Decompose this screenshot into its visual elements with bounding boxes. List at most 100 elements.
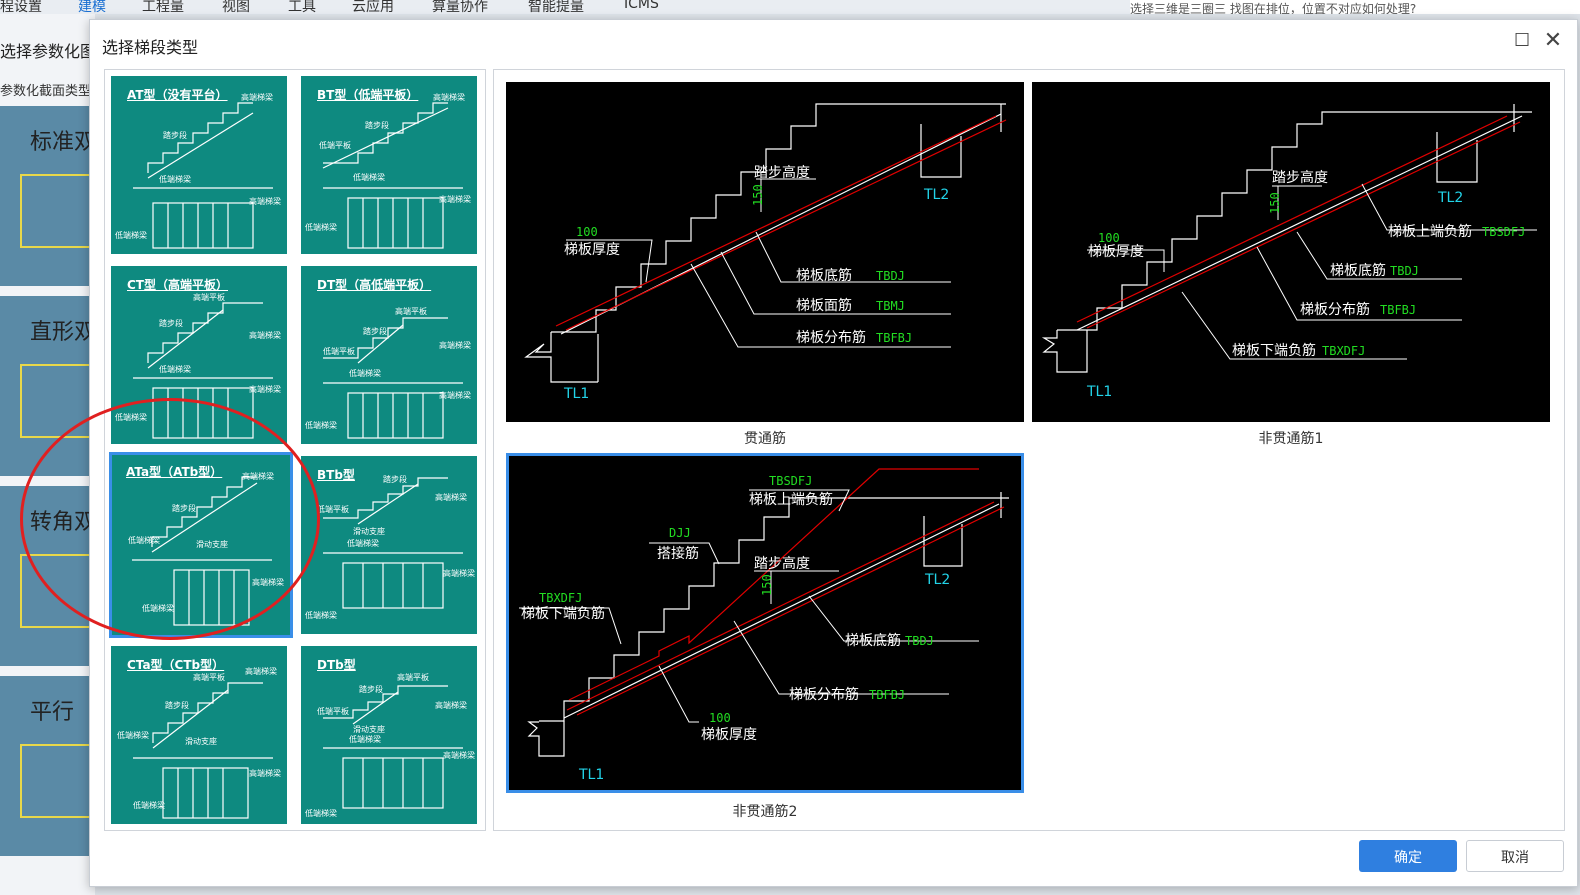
tile-text: 高端梯梁 [249, 196, 281, 206]
stair-type-tile[interactable]: CTa型（CTb型） 高端平板 高端梯梁 踏步段 低端梯梁 滑动支座 高端梯梁 … [111, 646, 287, 824]
menu-item-smart[interactable]: 智能提量 [528, 0, 584, 15]
menu-item-view[interactable]: 视图 [222, 0, 250, 15]
stair-type-label: DT型（高低端平板） [317, 278, 432, 292]
stair-type-tile[interactable]: DTb型 高端平板 踏步段 高端梯梁 低端平板 滑动支座 低端梯梁 高端梯梁 低… [301, 646, 477, 824]
label-upper-negative-code: TBSDFJ [769, 474, 812, 488]
label-lower-negative-code: TBXDFJ [539, 591, 582, 605]
label-150: 150 [760, 574, 774, 596]
menu-item-settings[interactable]: 程设置 [0, 0, 42, 15]
stair-type-diagram: 高端梯梁 踏步段 低端梯梁 滑动支座 高端梯梁 低端梯梁 [128, 471, 284, 626]
tile-text: 高端梯梁 [443, 568, 475, 578]
confirm-button[interactable]: 确定 [1359, 840, 1457, 872]
tile-text: 低端梯梁 [128, 535, 160, 545]
tile-text: 高端梯梁 [249, 384, 281, 394]
background-card-label: 转角双 [30, 510, 97, 535]
tile-text: 低端梯梁 [117, 730, 149, 740]
stair-type-diagram: 踏步段 高端梯梁 低端平板 滑动支座 低端梯梁 高端梯梁 低端梯梁 [305, 474, 475, 620]
tile-text: 高端梯梁 [249, 330, 281, 340]
label-distribution-rebar: 梯板分布筋 [1300, 301, 1370, 318]
tile-text: 滑动支座 [353, 724, 385, 734]
cancel-button[interactable]: 取消 [1466, 840, 1564, 872]
rebar-preview-non-through-1[interactable]: 踏步高度 150 TL2 100 梯板厚度 梯板上端负筋 TBSDFJ 梯板底筋… [1032, 82, 1550, 422]
tile-text: 低端梯梁 [353, 172, 385, 182]
tile-text: 踏步段 [359, 684, 383, 694]
label-djj-code: DJJ [669, 526, 691, 540]
stair-type-label: CT型（高端平板） [127, 278, 228, 292]
tile-text: 低端梯梁 [349, 368, 381, 378]
tile-text: 低端平板 [317, 504, 349, 514]
stair-type-diagram: 高端平板 踏步段 低端平板 高端梯梁 低端梯梁 高端梯梁 低端梯梁 [305, 306, 471, 439]
rebar-diagram: 踏步高度 150 TL2 100 梯板厚度 梯板底筋 TBDJ 梯板面筋 TBM… [524, 103, 1007, 402]
tile-text: 低端梯梁 [305, 610, 337, 620]
tile-text: 踏步段 [159, 318, 183, 328]
label-tl2: TL2 [923, 187, 949, 203]
background-card[interactable]: 平行 [0, 676, 97, 856]
label-150: 150 [751, 184, 765, 206]
tile-text: 高端梯梁 [249, 768, 281, 778]
tile-text: 滑动支座 [185, 736, 217, 746]
label-tl1: TL1 [1086, 384, 1112, 400]
tile-text: 低端梯梁 [115, 412, 147, 422]
label-upper-negative-rebar: 梯板上端负筋 [749, 491, 833, 508]
tile-text: 高端梯梁 [433, 92, 465, 102]
stair-type-list: AT型（没有平台） 高端梯梁 踏步段 低端梯梁 高端梯梁 低端梯梁 BT型（低端… [104, 69, 486, 831]
menu-item-modeling[interactable]: 建模 [78, 0, 106, 15]
stair-type-tile[interactable]: CT型（高端平板） 高端平板 踏步段 高端梯梁 低端梯梁 高端梯梁 低端梯梁 [111, 266, 287, 444]
label-bottom-rebar: 梯板底筋 [796, 267, 852, 284]
stair-type-tile-selected[interactable]: ATa型（ATb型） 高端梯梁 踏步段 低端梯梁 滑动支座 高端梯梁 低端梯梁 [109, 452, 293, 638]
tile-text: 低端梯梁 [115, 230, 147, 240]
rebar-preview-non-through-2[interactable]: TBSDFJ 梯板上端负筋 DJJ 搭接筋 踏步高度 150 TBXDFJ 梯板… [506, 453, 1024, 793]
label-upper-negative-rebar: 梯板上端负筋 [1388, 223, 1472, 240]
label-100: 100 [1098, 231, 1120, 245]
select-stair-type-dialog: 选择梯段类型 ☐ ✕ AT型（没有平台） 高端梯梁 踏步段 低端梯梁 高端梯梁 … [89, 19, 1578, 887]
label-lower-negative-rebar: 梯板下端负筋 [521, 605, 605, 622]
maximize-icon[interactable]: ☐ [1514, 30, 1531, 51]
label-step-height: 踏步高度 [754, 164, 810, 181]
menu-item-cloud[interactable]: 云应用 [352, 0, 394, 15]
label-lower-negative-code: TBXDFJ [1322, 344, 1365, 358]
background-card-label: 标准双 [30, 130, 97, 155]
label-bottom-rebar: 梯板底筋 [1330, 262, 1386, 279]
tile-text: 高端平板 [193, 672, 225, 682]
rebar-type-preview-panel: 踏步高度 150 TL2 100 梯板厚度 梯板底筋 TBDJ 梯板面筋 TBM… [493, 69, 1565, 831]
tile-text: 滑动支座 [353, 526, 385, 536]
tile-text: 低端梯梁 [159, 364, 191, 374]
label-distribution-rebar: 梯板分布筋 [796, 329, 866, 346]
background-card[interactable]: 转角双 [0, 486, 97, 666]
tile-text: 低端梯梁 [142, 603, 174, 613]
rebar-diagram: TBSDFJ 梯板上端负筋 DJJ 搭接筋 踏步高度 150 TBXDFJ 梯板… [519, 468, 1009, 783]
stair-thumbnail-icon [20, 554, 97, 628]
menu-item-quantity[interactable]: 工程量 [142, 0, 184, 15]
label-step-height: 踏步高度 [754, 555, 810, 572]
stair-type-tile[interactable]: DT型（高低端平板） 高端平板 踏步段 低端平板 高端梯梁 低端梯梁 高端梯梁 … [301, 266, 477, 444]
background-title: 选择参数化图 [0, 42, 97, 61]
background-card-label: 平行 [30, 700, 75, 725]
tile-text: 高端梯梁 [439, 194, 471, 204]
close-icon[interactable]: ✕ [1543, 28, 1563, 53]
tile-text: 高端梯梁 [439, 390, 471, 400]
label-distribution-code: TBFBJ [869, 688, 905, 702]
stair-type-label: CTa型（CTb型） [127, 658, 225, 672]
stair-type-tile[interactable]: BTb型 踏步段 高端梯梁 低端平板 滑动支座 低端梯梁 高端梯梁 低端梯梁 [301, 456, 477, 634]
tile-text: 踏步段 [363, 326, 387, 336]
label-thickness: 梯板厚度 [1088, 244, 1144, 260]
tile-text: 高端梯梁 [443, 750, 475, 760]
stair-thumbnail-icon [20, 174, 97, 248]
stair-type-label: ATa型（ATb型） [126, 465, 223, 479]
label-distribution-code: TBFBJ [1380, 303, 1416, 317]
background-card[interactable]: 标准双 [0, 106, 97, 286]
background-card[interactable]: 直形双 [0, 296, 97, 476]
stair-type-tile[interactable]: AT型（没有平台） 高端梯梁 踏步段 低端梯梁 高端梯梁 低端梯梁 [111, 76, 287, 254]
menu-item-collab[interactable]: 算量协作 [432, 0, 488, 15]
menu-item-icms[interactable]: ICMS [624, 0, 659, 12]
background-hint-text: 选择三维是三圈三 找图在排位，位置不对应如何处理? [1130, 0, 1580, 14]
tile-text: 高端梯梁 [435, 492, 467, 502]
tile-text: 低端平板 [319, 140, 351, 150]
label-100: 100 [709, 711, 731, 725]
tile-text: 踏步段 [165, 700, 189, 710]
stair-type-tile[interactable]: BT型（低端平板） 高端梯梁 踏步段 低端平板 低端梯梁 高端梯梁 低端梯梁 [301, 76, 477, 254]
preview-caption: 非贯通筋2 [732, 804, 798, 820]
tile-text: 踏步段 [383, 474, 407, 484]
rebar-preview-through[interactable]: 踏步高度 150 TL2 100 梯板厚度 梯板底筋 TBDJ 梯板面筋 TBM… [506, 82, 1024, 422]
menu-item-tools[interactable]: 工具 [288, 0, 316, 15]
